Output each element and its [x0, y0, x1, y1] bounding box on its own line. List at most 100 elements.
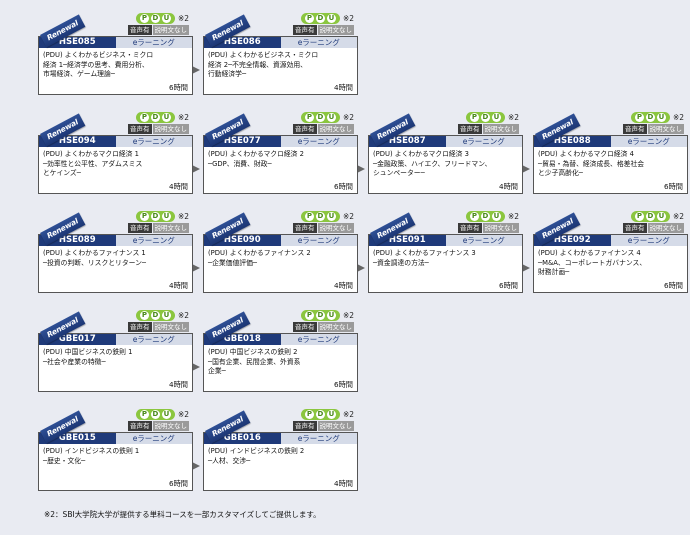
course-hours: 6時間	[664, 281, 683, 290]
audio-badge: 音声有	[128, 421, 152, 431]
course-title: (PDU) よくわかるマクロ経済 3 ─金融政策、ハイエク、フリードマン、 シュ…	[373, 150, 492, 177]
note-mark: ※2	[507, 212, 519, 221]
delivery-mode: eラーニング	[280, 235, 357, 246]
course-box: HSE086 eラーニング (PDU) よくわかるビジネス・ミクロ 経済 2─不…	[203, 36, 358, 95]
audio-badge: 音声有	[623, 124, 647, 134]
note-mark: ※2	[507, 113, 519, 122]
course-title: (PDU) よくわかるファイナンス 3 ─資金調達の方法─	[373, 249, 476, 267]
pdu-letter: P	[139, 311, 149, 320]
note-mark: ※2	[672, 212, 684, 221]
course-box: HSE085 eラーニング (PDU) よくわかるビジネス・ミクロ 経済 1─経…	[38, 36, 193, 95]
captions-badge: 説明文なし	[317, 25, 354, 35]
captions-badge: 説明文なし	[317, 322, 354, 332]
pdu-letter: U	[326, 113, 336, 122]
course-box: HSE077 eラーニング (PDU) よくわかるマクロ経済 2 ─GDP、消費…	[203, 135, 358, 194]
captions-badge: 説明文なし	[647, 124, 684, 134]
course-hours: 6時間	[334, 380, 353, 389]
note-mark: ※2	[342, 212, 354, 221]
pdu-letter: U	[491, 212, 501, 221]
course-hours: 4時間	[169, 182, 188, 191]
delivery-mode: eラーニング	[280, 334, 357, 345]
note-mark: ※2	[177, 311, 189, 320]
pdu-letter: P	[139, 410, 149, 419]
captions-badge: 説明文なし	[152, 322, 189, 332]
pdu-letter: P	[304, 14, 314, 23]
delivery-mode: eラーニング	[280, 37, 357, 48]
note-mark: ※2	[672, 113, 684, 122]
course-hours: 6時間	[499, 281, 518, 290]
pdu-letter: D	[150, 14, 160, 23]
pdu-letter: U	[656, 212, 666, 221]
course-title: (PDU) よくわかるビジネス・ミクロ 経済 2─不完全情報、資源効用、 行動経…	[208, 51, 319, 78]
pdu-letter: D	[315, 14, 325, 23]
course-hours: 4時間	[334, 281, 353, 290]
course-title: (PDU) インドビジネスの鉄則 1 ─歴史・文化─	[43, 447, 140, 465]
course-code: HSE091	[369, 235, 446, 246]
audio-badge: 音声有	[293, 124, 317, 134]
course-hours: 4時間	[334, 83, 353, 92]
course-code: HSE089	[39, 235, 116, 246]
audio-badge: 音声有	[293, 223, 317, 233]
course-title: (PDU) よくわかるビジネス・ミクロ 経済 1─経済学の思考、費用分析、 市場…	[43, 51, 154, 78]
course-title: (PDU) インドビジネスの鉄則 2 ─人材、交渉─	[208, 447, 305, 465]
audio-badge: 音声有	[293, 25, 317, 35]
pdu-letter: D	[150, 113, 160, 122]
captions-badge: 説明文なし	[317, 421, 354, 431]
course-title: (PDU) 中国ビジネスの鉄則 1 ─社会や産業の特徴─	[43, 348, 133, 366]
course-hours: 6時間	[334, 182, 353, 191]
delivery-mode: eラーニング	[115, 334, 192, 345]
course-code: GBE017	[39, 334, 116, 345]
course-code: GBE015	[39, 433, 116, 444]
note-mark: ※2	[342, 311, 354, 320]
pdu-letter: D	[315, 410, 325, 419]
audio-badge: 音声有	[128, 25, 152, 35]
audio-badge: 音声有	[293, 421, 317, 431]
pdu-letter: P	[304, 410, 314, 419]
course-hours: 4時間	[169, 380, 188, 389]
pdu-letter: P	[139, 212, 149, 221]
course-title: (PDU) よくわかるマクロ経済 1 ─効率性と公平性、アダムスミス とケインズ…	[43, 150, 143, 177]
captions-badge: 説明文なし	[152, 421, 189, 431]
pdu-letter: D	[480, 113, 490, 122]
course-box: HSE094 eラーニング (PDU) よくわかるマクロ経済 1 ─効率性と公平…	[38, 135, 193, 194]
course-title: (PDU) よくわかるファイナンス 4 ─M&A、コーポレートガバナンス、 財務…	[538, 249, 647, 276]
captions-badge: 説明文なし	[482, 223, 519, 233]
pdu-letter: U	[326, 14, 336, 23]
captions-badge: 説明文なし	[482, 124, 519, 134]
course-box: HSE089 eラーニング (PDU) よくわかるファイナンス 1 ─投資の判断…	[38, 234, 193, 293]
audio-badge: 音声有	[293, 322, 317, 332]
course-box: GBE015 eラーニング (PDU) インドビジネスの鉄則 1 ─歴史・文化─…	[38, 432, 193, 491]
audio-badge: 音声有	[623, 223, 647, 233]
course-hours: 4時間	[334, 479, 353, 488]
pdu-letter: D	[150, 212, 160, 221]
audio-badge: 音声有	[128, 124, 152, 134]
course-code: HSE088	[534, 136, 611, 147]
note-mark: ※2	[342, 14, 354, 23]
captions-badge: 説明文なし	[647, 223, 684, 233]
pdu-letter: P	[469, 113, 479, 122]
note-mark: ※2	[342, 410, 354, 419]
pdu-letter: U	[161, 212, 171, 221]
course-code: HSE090	[204, 235, 281, 246]
